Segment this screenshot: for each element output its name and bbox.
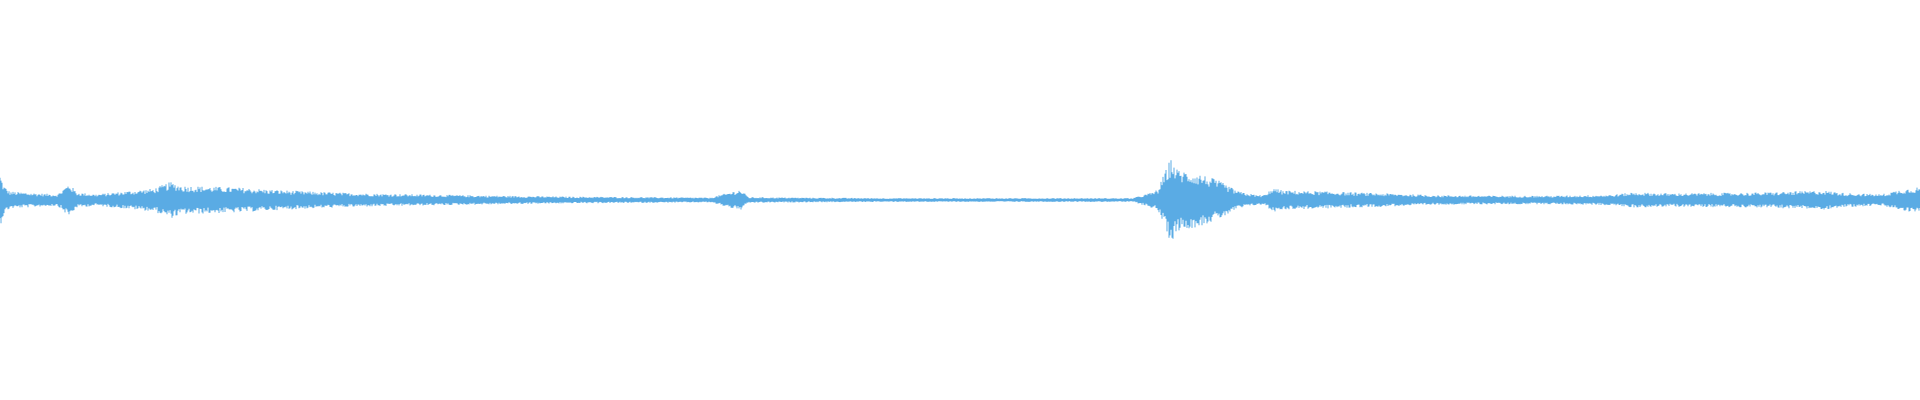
waveform-shape bbox=[0, 160, 1920, 239]
